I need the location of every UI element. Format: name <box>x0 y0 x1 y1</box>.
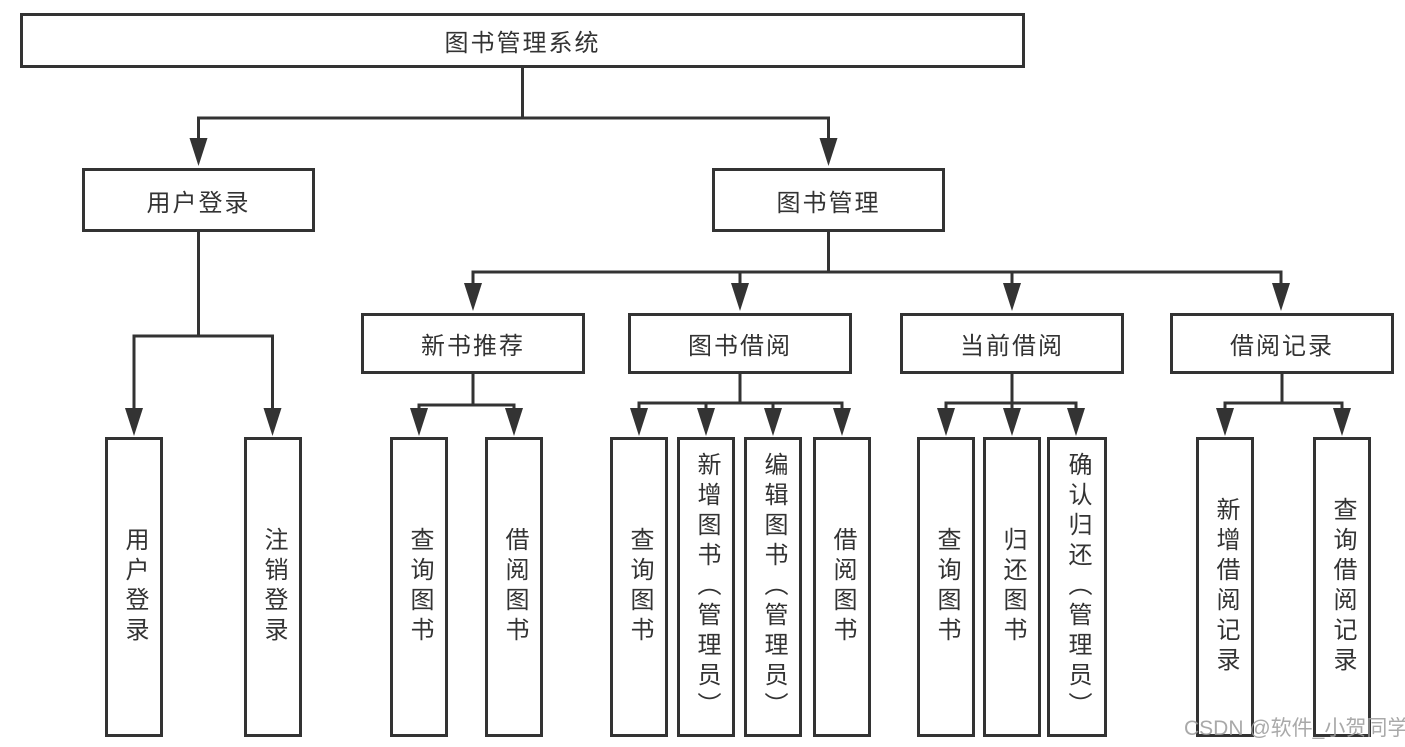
node-borrow-record: 借阅记录 <box>1170 313 1394 374</box>
node-root-library-system: 图书管理系统 <box>20 13 1025 68</box>
arrow-icon <box>731 283 749 311</box>
node-leaf-return-book: 归还图书 <box>983 437 1041 737</box>
arrow-icon <box>464 283 482 311</box>
csdn-watermark: CSDN @软件_小贺同学 <box>1184 717 1405 740</box>
node-leaf-query-book-current: 查询图书 <box>917 437 975 737</box>
arrow-icon <box>125 408 143 436</box>
arrow-icon <box>1003 283 1021 311</box>
arrow-icon <box>697 408 715 436</box>
node-new-book-recommend: 新书推荐 <box>361 313 585 374</box>
node-leaf-add-book-admin: 新增图书（管理员） <box>677 437 735 737</box>
node-leaf-query-borrow-record: 查询借阅记录 <box>1313 437 1371 737</box>
node-leaf-query-book-recommend: 查询图书 <box>390 437 448 737</box>
arrow-icon <box>263 408 282 436</box>
arrowheads <box>125 138 1351 436</box>
node-leaf-user-login: 用户登录 <box>105 437 163 737</box>
node-leaf-add-borrow-record: 新增借阅记录 <box>1196 437 1254 737</box>
arrow-icon <box>819 138 838 166</box>
arrow-icon <box>937 408 955 436</box>
node-book-borrow: 图书借阅 <box>628 313 852 374</box>
arrow-icon <box>505 408 523 436</box>
node-book-management: 图书管理 <box>712 168 945 232</box>
node-user-login: 用户登录 <box>82 168 315 232</box>
arrow-icon <box>189 138 208 166</box>
arrow-icon <box>764 408 782 436</box>
arrow-icon <box>1272 283 1290 311</box>
node-current-borrow: 当前借阅 <box>900 313 1124 374</box>
arrow-icon <box>410 408 428 436</box>
arrow-icon <box>1003 408 1021 436</box>
node-leaf-borrow-book: 借阅图书 <box>813 437 871 737</box>
arrow-icon <box>630 408 648 436</box>
node-leaf-confirm-return-admin: 确认归还（管理员） <box>1047 437 1107 737</box>
arrow-icon <box>1067 408 1085 436</box>
node-leaf-edit-book-admin: 编辑图书（管理员） <box>744 437 802 737</box>
node-leaf-logout: 注销登录 <box>244 437 302 737</box>
arrow-icon <box>1216 408 1234 436</box>
arrow-icon <box>833 408 851 436</box>
arrow-icon <box>1333 408 1351 436</box>
node-leaf-query-book-borrow: 查询图书 <box>610 437 668 737</box>
node-leaf-borrow-book-recommend: 借阅图书 <box>485 437 543 737</box>
